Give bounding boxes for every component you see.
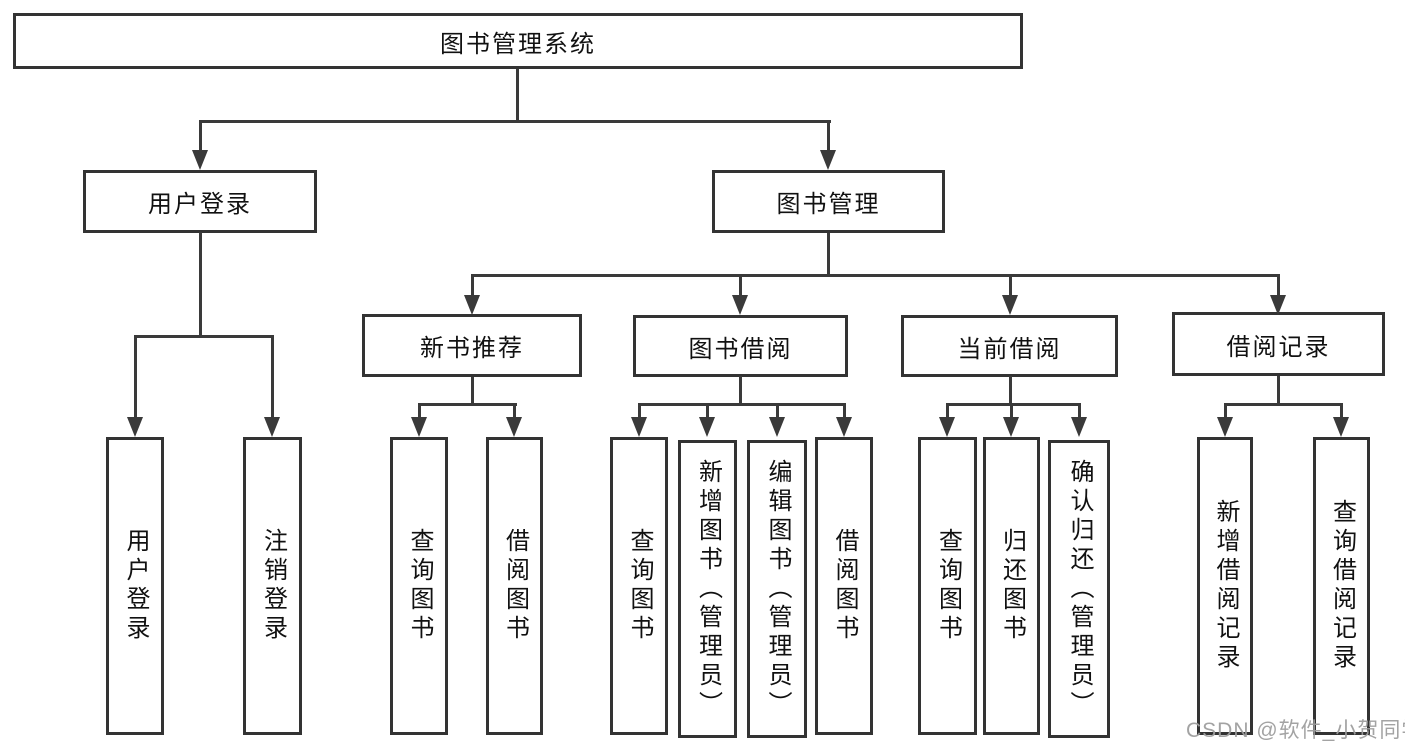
connector-line <box>1340 403 1343 419</box>
connector-line <box>418 403 421 419</box>
arrowhead-down-icon <box>411 417 427 437</box>
connector-line <box>134 335 137 419</box>
connector-line <box>827 120 830 152</box>
arrowhead-down-icon <box>1003 417 1019 437</box>
arrowhead-down-icon <box>127 417 143 437</box>
arrowhead-down-icon <box>1270 295 1286 315</box>
connector-line <box>1277 376 1280 406</box>
connector-line <box>1009 376 1012 406</box>
arrowhead-down-icon <box>699 417 715 437</box>
node-borrowing-records: 借阅记录 <box>1172 312 1385 376</box>
node-book-management: 图书管理 <box>712 170 945 233</box>
connector-line <box>1010 403 1013 419</box>
leaf-br-add-record: 新增借阅记录 <box>1197 437 1253 735</box>
connector-line <box>471 274 1279 277</box>
leaf-bb-query-books: 查询图书 <box>610 437 668 735</box>
leaf-logout: 注销登录 <box>243 437 302 735</box>
arrowhead-down-icon <box>1333 417 1349 437</box>
arrowhead-down-icon <box>820 150 836 170</box>
connector-line <box>843 403 846 419</box>
leaf-cb-query-books: 查询图书 <box>918 437 977 735</box>
csdn-watermark: CSDN @软件_小贺同学 <box>1186 719 1405 742</box>
arrowhead-down-icon <box>732 295 748 315</box>
connector-line <box>776 403 779 419</box>
connector-line <box>638 403 641 419</box>
leaf-bb-borrow-books: 借阅图书 <box>815 437 873 735</box>
connector-line <box>471 377 474 406</box>
leaf-rec-borrow-books: 借阅图书 <box>486 437 543 735</box>
connector-line <box>199 232 202 338</box>
node-new-book-recommend: 新书推荐 <box>362 314 582 377</box>
leaf-bb-add-books-admin: 新增图书（管理员） <box>678 440 737 738</box>
arrowhead-down-icon <box>264 417 280 437</box>
arrowhead-down-icon <box>1071 417 1087 437</box>
connector-line <box>471 274 474 297</box>
connector-line <box>946 403 1081 406</box>
connector-line <box>199 120 202 152</box>
arrowhead-down-icon <box>192 150 208 170</box>
arrowhead-down-icon <box>1217 417 1233 437</box>
leaf-cb-return-books: 归还图书 <box>983 437 1040 735</box>
node-library-management-system: 图书管理系统 <box>13 13 1023 69</box>
arrowhead-down-icon <box>464 295 480 315</box>
connector-line <box>516 69 519 123</box>
connector-line <box>1224 403 1343 406</box>
connector-line <box>1224 403 1227 419</box>
connector-line <box>513 403 516 419</box>
connector-line <box>1277 274 1280 297</box>
connector-line <box>739 376 742 406</box>
connector-line <box>739 274 742 297</box>
arrowhead-down-icon <box>631 417 647 437</box>
leaf-user-login: 用户登录 <box>106 437 164 735</box>
connector-line <box>827 233 830 277</box>
connector-line <box>134 335 274 338</box>
node-current-borrowing: 当前借阅 <box>901 315 1118 377</box>
connector-line <box>271 335 274 419</box>
connector-line <box>1009 274 1012 297</box>
arrowhead-down-icon <box>939 417 955 437</box>
node-user-login: 用户登录 <box>83 170 317 233</box>
connector-line <box>1078 403 1081 419</box>
connector-line <box>706 403 709 419</box>
connector-line <box>638 403 846 406</box>
node-book-borrowing: 图书借阅 <box>633 315 848 377</box>
connector-line <box>418 403 517 406</box>
arrowhead-down-icon <box>769 417 785 437</box>
leaf-cb-confirm-return-admin: 确认归还（管理员） <box>1048 440 1110 738</box>
leaf-br-query-record: 查询借阅记录 <box>1313 437 1370 735</box>
arrowhead-down-icon <box>1002 295 1018 315</box>
leaf-bb-edit-books-admin: 编辑图书（管理员） <box>747 440 807 738</box>
leaf-rec-query-books: 查询图书 <box>390 437 448 735</box>
connector-line <box>946 403 949 419</box>
arrowhead-down-icon <box>836 417 852 437</box>
connector-line <box>199 120 831 123</box>
arrowhead-down-icon <box>506 417 522 437</box>
